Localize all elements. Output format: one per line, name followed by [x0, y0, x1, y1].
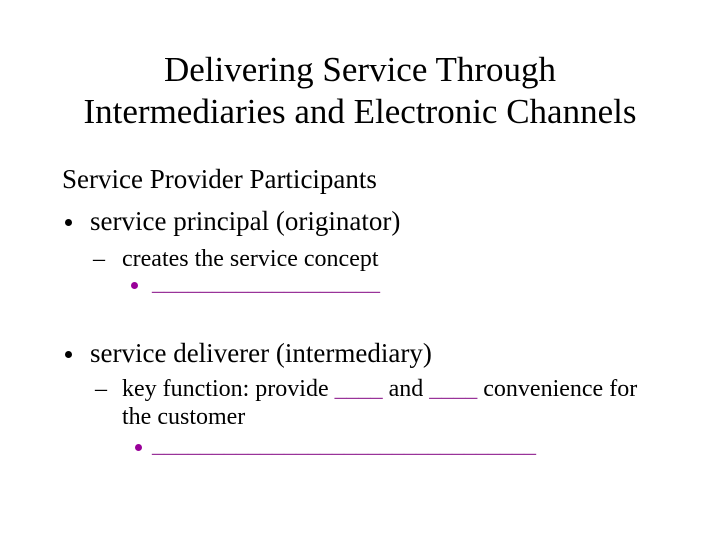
purple-dot-icon: [135, 444, 142, 451]
bullet-dot-icon: [65, 219, 72, 226]
fill-in-blank-line: ___________________: [152, 270, 380, 296]
text-part: convenience for the customer: [122, 376, 638, 430]
fill-in-blank-line: ________________________________: [152, 432, 536, 458]
text-part: key function: provide: [122, 376, 335, 402]
list-item-text: key function: provide ____ and ____ conv…: [122, 375, 660, 431]
bullet-dot-icon: [65, 351, 72, 358]
list-item-text: creates the service concept: [122, 246, 379, 272]
dash-bullet: –: [93, 246, 105, 272]
dash-bullet: –: [95, 376, 107, 402]
fill-in-blank: ____: [334, 376, 383, 402]
slide-title: Delivering Service Through Intermediarie…: [0, 49, 720, 133]
slide-title-line-1: Delivering Service Through: [163, 50, 557, 89]
purple-dot-icon: [131, 282, 138, 289]
body-heading: Service Provider Participants: [62, 164, 377, 194]
fill-in-blank: ____: [429, 376, 478, 402]
text-part: and: [382, 376, 430, 402]
list-item-text: service principal (originator): [90, 206, 401, 236]
slide-title-line-2: Intermediaries and Electronic Channels: [83, 92, 637, 131]
list-item-text: service deliverer (intermediary): [90, 338, 432, 368]
